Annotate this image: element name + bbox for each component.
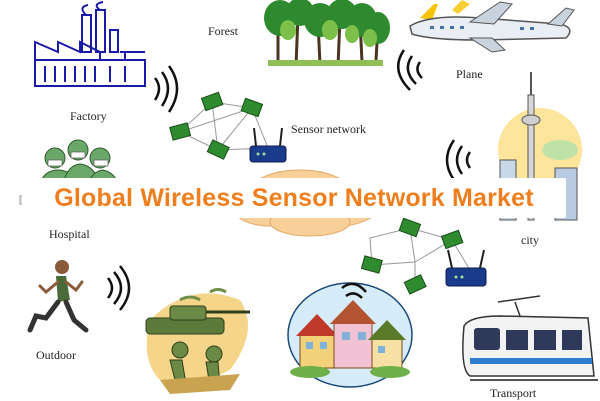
- plane-icon: [409, 0, 575, 53]
- outdoor-label: Outdoor: [36, 348, 76, 362]
- runner-icon: [27, 260, 89, 333]
- transport-label: Transport: [490, 386, 537, 400]
- router-icon: [445, 249, 487, 287]
- title-banner: Global Wireless Sensor Network Market: [22, 178, 566, 218]
- sensor-network-top: [169, 91, 287, 163]
- factory-signal-icon: [153, 65, 179, 113]
- plane-signal-icon: [397, 49, 423, 91]
- military-icon: [145, 288, 250, 394]
- sensor-network-label: Sensor network: [291, 122, 366, 136]
- forest-label: Forest: [208, 24, 238, 38]
- factory-label: Factory: [70, 109, 107, 123]
- sensor-network-bottom: [360, 217, 487, 295]
- city-label: city: [521, 233, 539, 247]
- outdoor-signal-icon: [106, 265, 131, 311]
- factory-icon: [34, 1, 146, 87]
- tram-icon: [462, 295, 598, 381]
- city-signal-icon: [445, 139, 472, 181]
- forest-icon: [263, 0, 390, 68]
- banner-title: Global Wireless Sensor Network Market: [54, 184, 534, 212]
- router-icon: [249, 127, 287, 163]
- houses-icon: [287, 282, 413, 388]
- plane-label: Plane: [456, 67, 483, 81]
- hospital-label: Hospital: [49, 227, 90, 241]
- houses-signal-icon: [341, 282, 367, 299]
